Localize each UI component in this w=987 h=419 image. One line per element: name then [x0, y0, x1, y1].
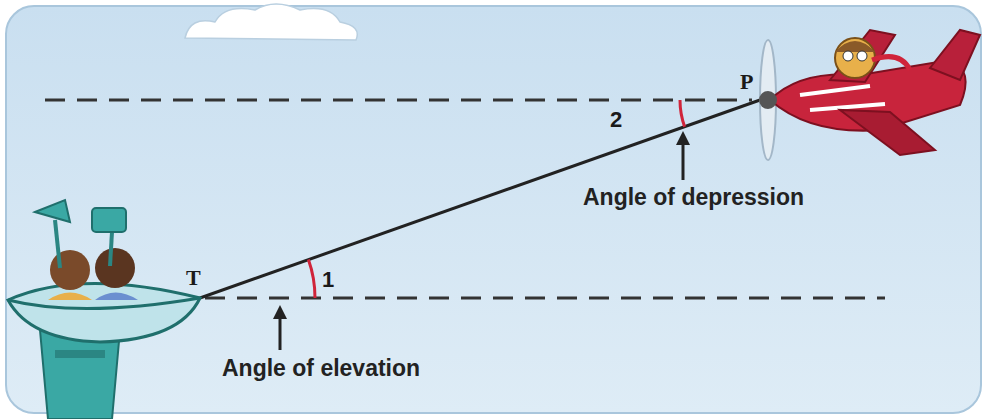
angle-number: 2 — [610, 108, 622, 132]
angle-name: Angle of depression — [583, 185, 804, 210]
control-tower — [8, 200, 200, 419]
horizontal-line — [45, 99, 752, 102]
sky-panel — [6, 6, 981, 413]
angle-arc — [308, 260, 315, 298]
cloud — [185, 4, 357, 40]
horizontal-line — [205, 297, 885, 300]
point-label: P — [740, 70, 753, 94]
angle-number: 1 — [322, 268, 334, 292]
angle-name: Angle of elevation — [222, 356, 420, 381]
airplane — [759, 30, 980, 160]
pointer-arrow — [273, 131, 690, 350]
point-label: T — [186, 266, 201, 290]
angle-arc — [680, 100, 685, 127]
